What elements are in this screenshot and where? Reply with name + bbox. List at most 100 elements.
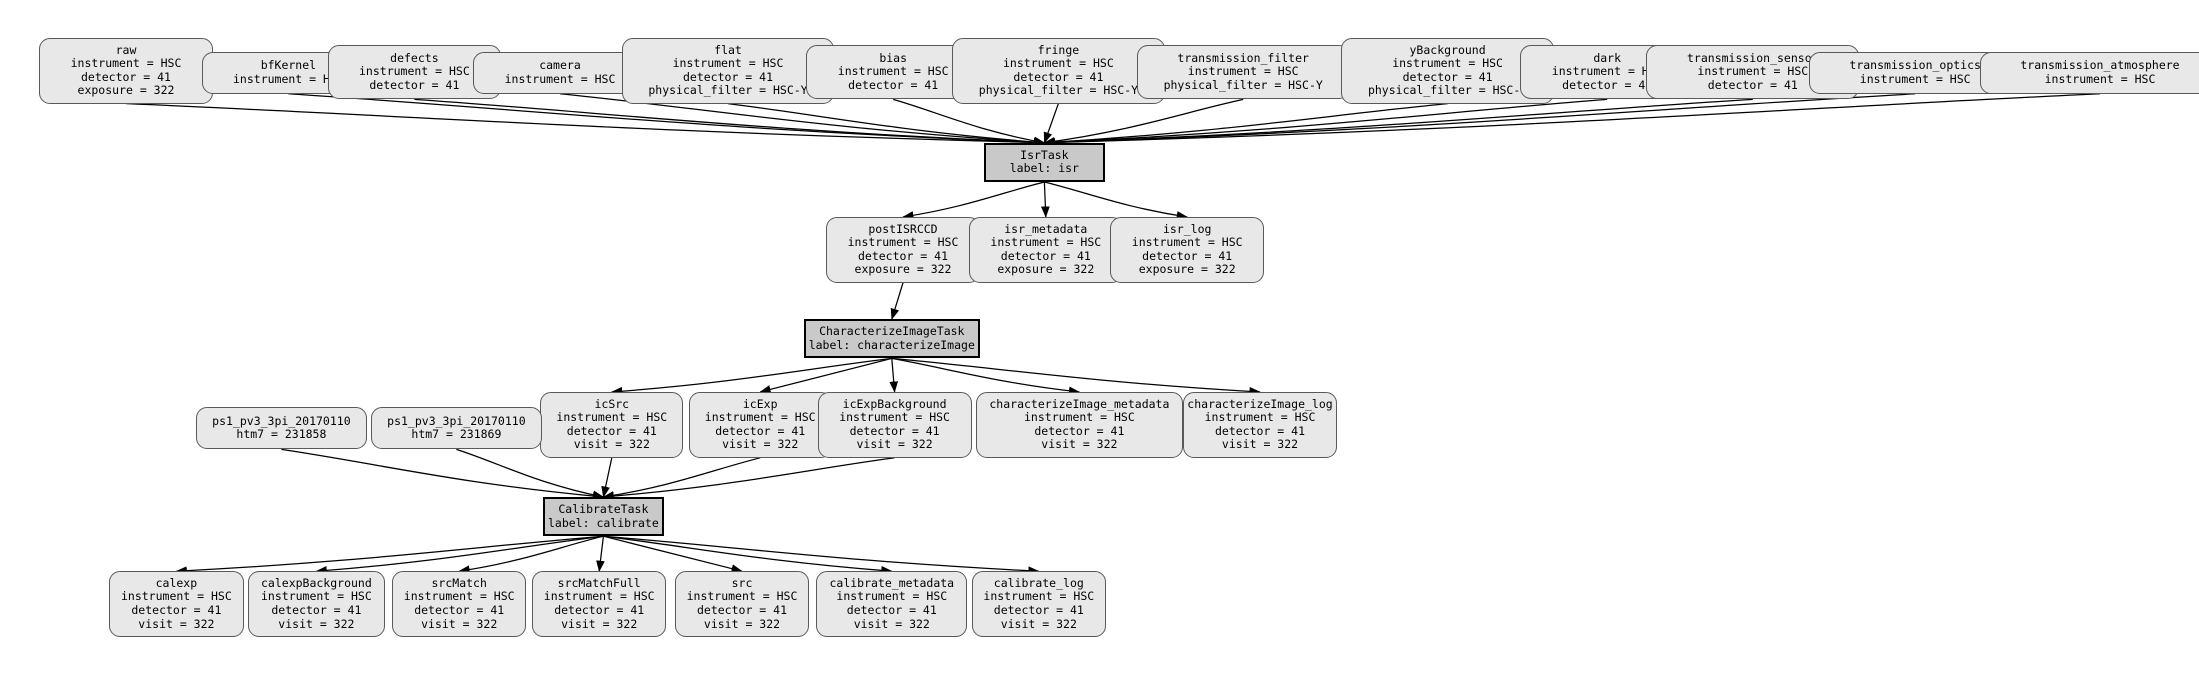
node-text-line: icExpBackground: [842, 396, 947, 411]
node-text-line: camera: [539, 58, 581, 73]
node-text-line: detector = 41: [554, 603, 645, 618]
node-text-line: detector = 41: [1000, 248, 1091, 263]
node-text-line: icExp: [742, 396, 778, 411]
graph-edge-yBackground-to-IsrTask: [1043, 102, 1448, 147]
node-text-line: flat: [714, 42, 742, 57]
node-text-line: instrument = HSC: [1204, 410, 1316, 425]
graph-edge-defects-to-IsrTask: [414, 98, 1046, 147]
graph-edges: [125, 93, 2101, 576]
node-text-line: physical_filter = HSC-Y: [978, 83, 1139, 98]
graph-edge-CharacterizeImageTask-to-icExpBackground: [889, 358, 899, 393]
graph-edge-camera-to-IsrTask: [559, 93, 1046, 147]
graph-edge-CharacterizeImageTask-to-characterizeImage_metadata: [891, 357, 1081, 396]
node-text-line: srcMatch: [431, 575, 487, 590]
node-text-line: detector = 41: [1402, 69, 1493, 84]
node-text-line: detector = 41: [682, 69, 773, 84]
node-text-line: fringe: [1037, 42, 1080, 57]
node-text-line: physical_filter = HSC-Y: [1367, 83, 1528, 98]
graph-edge-CalibrateTask-to-srcMatchFull: [596, 536, 605, 572]
node-text-line: characterizeImage_log: [1187, 396, 1333, 411]
node-text-line: raw: [115, 42, 137, 57]
node-text-line: instrument = HSC: [1003, 56, 1114, 71]
node-text-line: CalibrateTask: [558, 502, 649, 516]
node-text-line: detector = 41: [414, 603, 505, 618]
node-text-line: instrument = HSC: [261, 589, 372, 604]
graph-edge-IsrTask-to-postISRCCD: [902, 181, 1045, 220]
node-text-line: instrument = HSC: [837, 64, 949, 79]
node-text-line: instrument = HSC: [2044, 71, 2156, 86]
node-text-line: detector = 41: [715, 423, 806, 438]
graph-edge-IsrTask-to-isr_log: [1044, 181, 1188, 220]
node-text-line: icSrc: [594, 396, 630, 411]
node-text-line: htm7 = 231858: [236, 427, 327, 442]
node-text-line: visit = 322: [1041, 437, 1118, 452]
node-text-line: defects: [390, 50, 439, 65]
node-text-line: transmission_sensor: [1687, 50, 1819, 65]
graph-edge-CharacterizeImageTask-to-icExp: [759, 357, 892, 394]
graph-edge-icExpBackground-to-CalibrateTask: [602, 457, 895, 501]
node-text-line: visit = 322: [278, 616, 355, 631]
graph-edge-bias-to-IsrTask: [893, 98, 1046, 146]
node-text-line: isr_log: [1162, 221, 1212, 236]
node-text-line: exposure = 322: [997, 262, 1095, 277]
graph-edge-ps1_231858-to-CalibrateTask: [281, 448, 605, 501]
node-text-line: instrument = HSC: [836, 589, 948, 604]
node-text-line: detector = 41: [1013, 69, 1104, 84]
node-text-line: detector = 41: [1034, 423, 1125, 438]
node-text-line: htm7 = 231869: [411, 427, 502, 442]
graph-edge-CalibrateTask-to-calibrate_metadata: [603, 535, 893, 575]
node-text-line: detector = 41: [369, 77, 460, 92]
node-text-line: instrument = HSC: [359, 64, 470, 79]
node-text-line: instrument = HSC: [672, 56, 784, 71]
node-text-line: visit = 322: [561, 616, 638, 631]
node-text-line: exposure = 322: [854, 262, 952, 277]
node-text-line: detector = 41: [993, 603, 1084, 618]
node-text-line: exposure = 322: [1138, 262, 1236, 277]
node-text-line: instrument = HSC: [1024, 410, 1135, 425]
graph-edge-CalibrateTask-to-calibrate_log: [603, 535, 1040, 576]
node-text-line: visit = 322: [1000, 616, 1077, 631]
node-text-line: instrument = HSC: [1697, 64, 1809, 79]
node-text-line: detector = 41: [846, 603, 937, 618]
graph-edge-icExp-to-CalibrateTask: [602, 457, 761, 500]
node-text-line: visit = 322: [421, 616, 498, 631]
graph-edge-flat-to-IsrTask: [727, 102, 1046, 147]
graph-edge-CharacterizeImageTask-to-characterizeImage_log: [891, 357, 1261, 396]
node-text-line: detector = 41: [271, 603, 362, 618]
node-text-line: visit = 322: [138, 616, 215, 631]
node-text-line: instrument = HSC: [1859, 71, 1971, 86]
graph-edge-CalibrateTask-to-src: [603, 535, 743, 573]
node-text-line: detector = 41: [1707, 77, 1798, 92]
node-text-line: ps1_pv3_3pi_20170110: [212, 413, 351, 428]
node-text-line: label: calibrate: [547, 515, 659, 530]
node-text-line: visit = 322: [856, 437, 933, 452]
